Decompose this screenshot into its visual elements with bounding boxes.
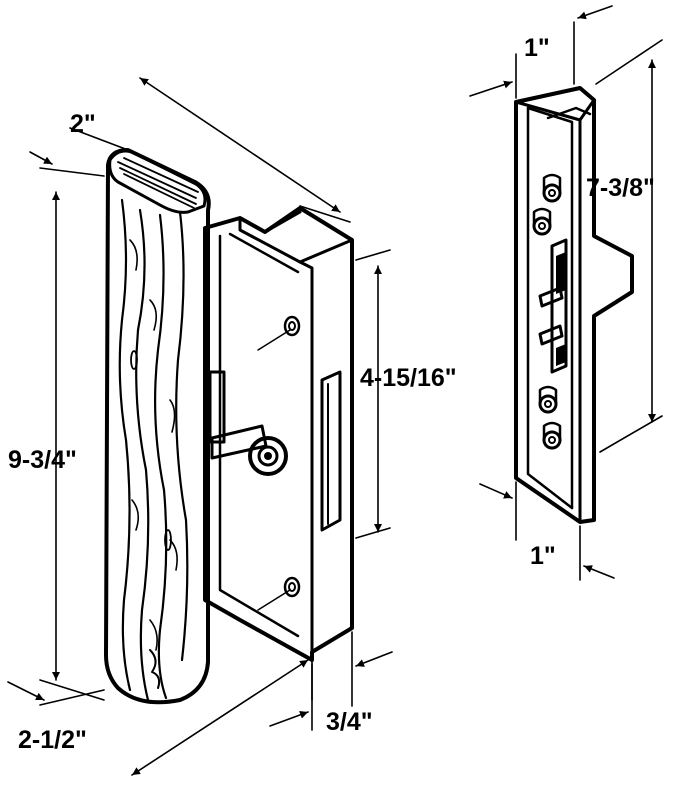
mounting-body [203,206,354,662]
dim-handle-depth: 2-1/2" [7,659,313,776]
dim-hole-spacing: 4-15/16" [355,249,457,539]
dim-label-7-3-8in: 7-3/8" [586,174,655,202]
keeper-prongs [538,238,568,374]
dim-keeper-bottom: 1" [479,481,615,581]
wood-grip [104,148,211,705]
keeper: 1" 7-3/8" 1" [469,5,663,581]
handle-assembly: 2" 9-3/4" 2-1/2" 4-15/16" [7,77,457,776]
dim-label-keeper-bottom-1in: 1" [530,542,556,570]
dim-keeper-height: 7-3/8" [586,39,663,453]
dim-label-3-4in: 3/4" [326,708,373,736]
latch-lever [208,370,288,476]
dim-label-keeper-top-1in: 1" [524,34,550,62]
keeper-posts [532,173,562,450]
screw-hole-top [283,315,301,337]
dim-handle-height: 9-3/4" [8,151,105,701]
dim-label-9-3-4in: 9-3/4" [8,446,77,474]
dim-keeper-top: 1" [469,5,613,99]
screw-hole-bottom [283,576,301,598]
dim-handle-width: 2" [69,77,351,223]
dim-label-2in: 2" [70,110,96,138]
dim-label-2-1-2in: 2-1/2" [18,726,87,754]
dim-label-4-15-16in: 4-15/16" [360,364,457,392]
dim-body-thickness: 3/4" [269,631,393,736]
